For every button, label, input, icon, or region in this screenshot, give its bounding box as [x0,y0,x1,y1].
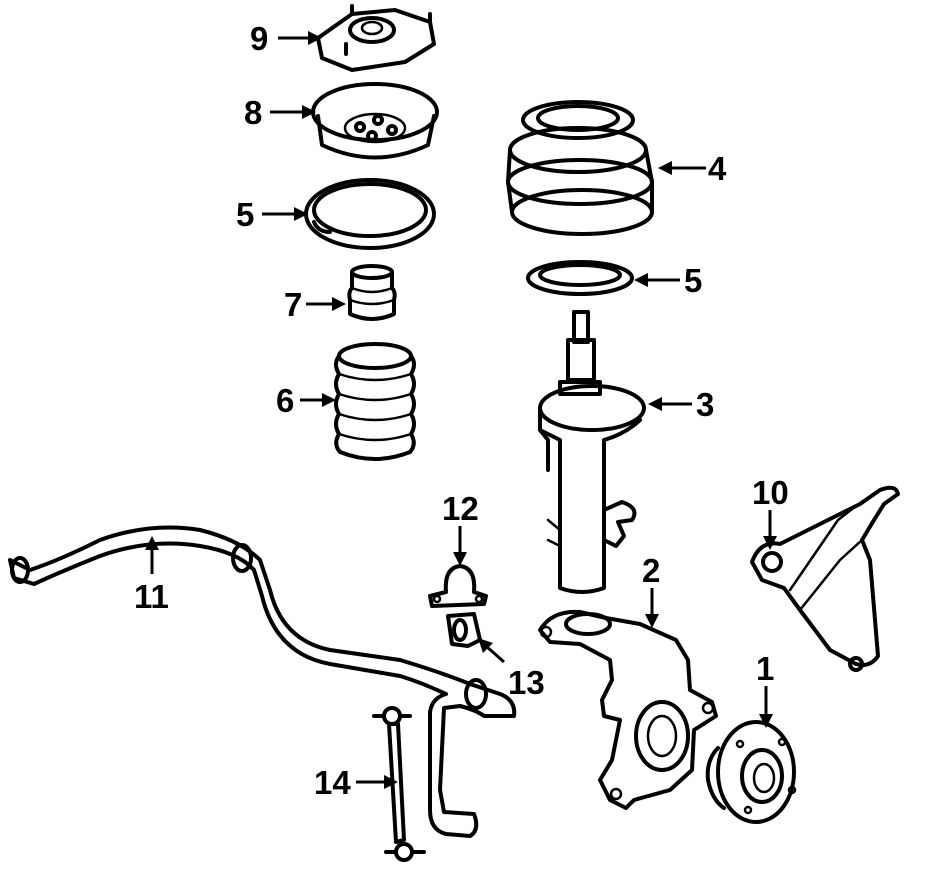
steering-knuckle [538,609,718,810]
callout-5-lower: 5 [684,262,702,299]
lower-control-arm [750,485,900,672]
callout-10: 10 [752,474,789,511]
callout-arrows [145,31,777,789]
callout-1: 1 [756,650,774,687]
upper-strut-mount [316,4,436,72]
callout-8: 8 [244,94,262,131]
stabilizer-bar-bracket [428,564,488,608]
wheel-hub [705,720,797,824]
spring-seat [311,82,439,160]
spring-insulator-lower [526,260,634,296]
callout-11: 11 [134,578,169,615]
callout-6: 6 [276,382,294,419]
strut-assembly [538,310,646,594]
stabilizer-bar-bushing [446,612,482,648]
callout-13: 13 [508,664,545,701]
stabilizer-link [372,706,426,862]
stabilizer-bar [8,525,517,838]
callout-2: 2 [642,552,660,589]
bump-stop [347,264,397,321]
dust-boot [334,342,416,461]
callout-14: 14 [314,764,351,801]
spring-insulator-upper [304,178,436,250]
callout-4: 4 [708,150,727,187]
callout-9: 9 [250,20,268,57]
callout-12: 12 [442,490,479,527]
coil-spring [506,100,654,236]
callout-3: 3 [696,386,714,423]
callout-5-upper: 5 [236,196,254,233]
callout-7: 7 [284,286,302,323]
